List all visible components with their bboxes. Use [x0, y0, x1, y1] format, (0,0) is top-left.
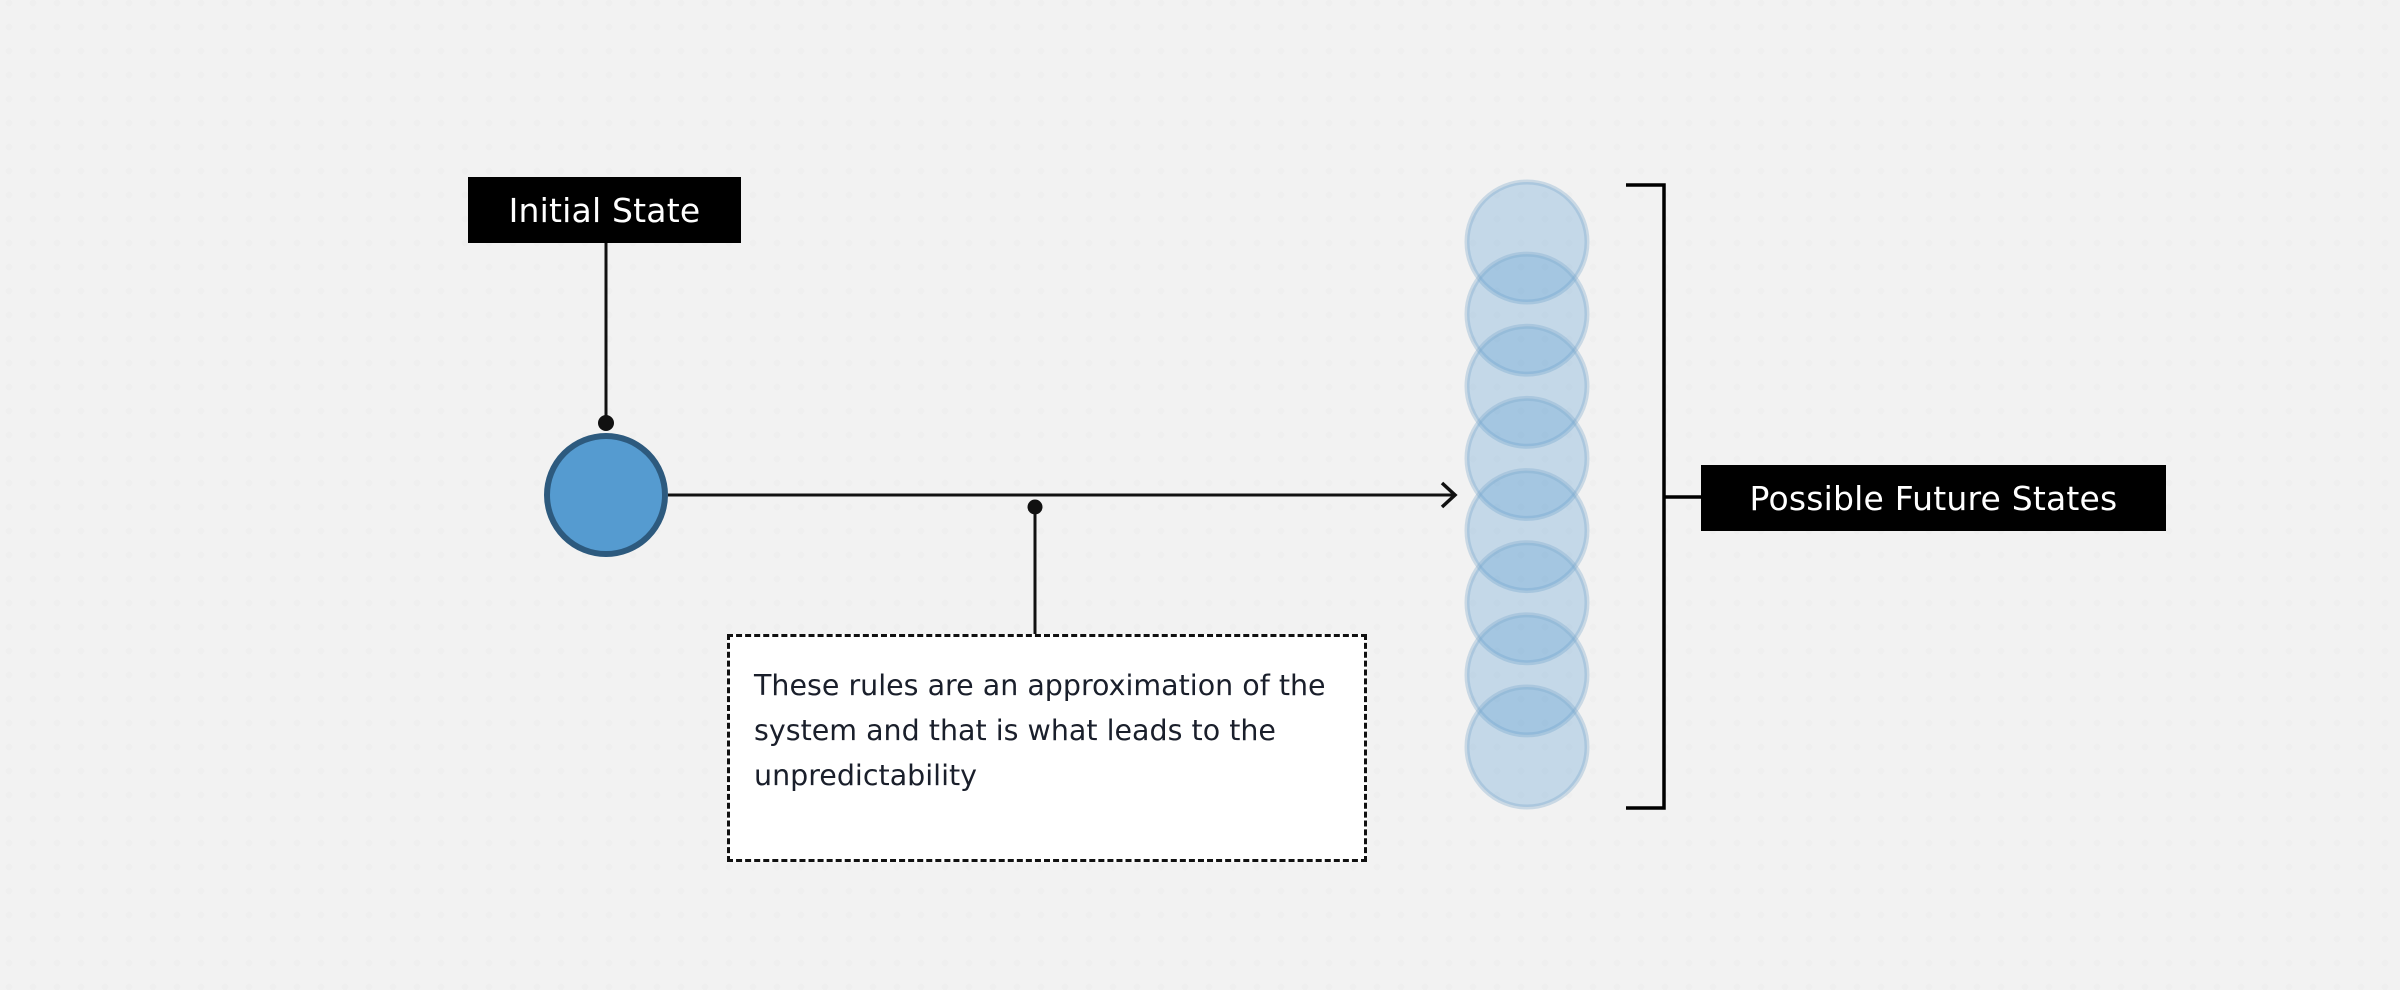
- callout-note-text: These rules are an approximation of the …: [754, 669, 1326, 792]
- initial-state-label-text: Initial State: [508, 190, 701, 230]
- future-state-node[interactable]: [1464, 395, 1590, 521]
- future-state-node[interactable]: [1464, 468, 1590, 594]
- future-states-group: [1464, 179, 1590, 810]
- future-state-node[interactable]: [1464, 323, 1590, 449]
- future-state-node[interactable]: [1464, 179, 1590, 305]
- initial-state-label[interactable]: Initial State: [468, 177, 741, 243]
- future-states-bracket: [1626, 183, 1666, 810]
- callout-note[interactable]: These rules are an approximation of the …: [727, 634, 1367, 862]
- initial-state-node[interactable]: [544, 433, 668, 557]
- future-states-label-text: Possible Future States: [1749, 478, 2118, 518]
- future-states-label[interactable]: Possible Future States: [1701, 465, 2166, 531]
- transition-arrowhead: [1440, 481, 1458, 509]
- future-state-node[interactable]: [1464, 684, 1590, 810]
- initial-connector-dot: [598, 415, 614, 431]
- future-state-node[interactable]: [1464, 251, 1590, 377]
- future-state-node[interactable]: [1464, 540, 1590, 666]
- future-state-node[interactable]: [1464, 612, 1590, 738]
